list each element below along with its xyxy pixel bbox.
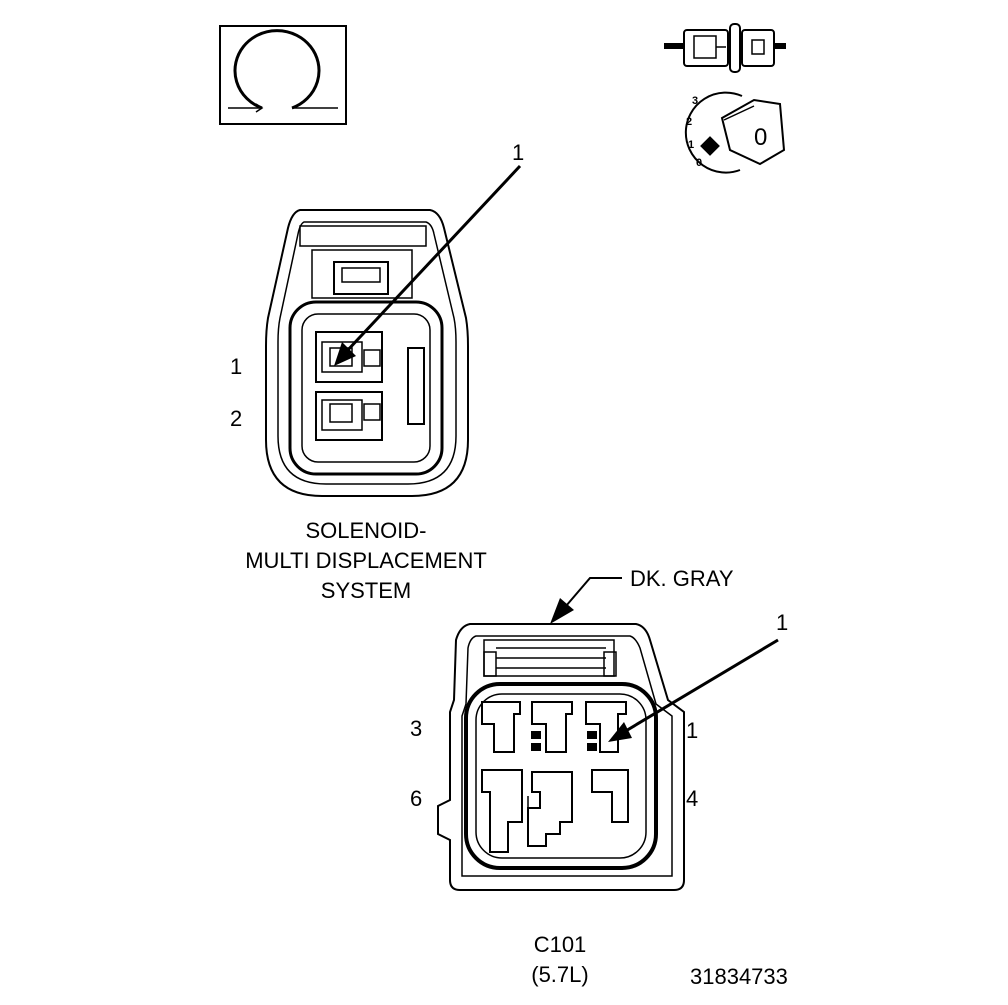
connector-id-line-2: (5.7L) (531, 962, 589, 987)
solenoid-callout-number: 1 (512, 140, 525, 165)
key-pos-1: 1 (688, 139, 694, 151)
solenoid-pin-2-label: 2 (230, 406, 243, 431)
figure-number: 31834733 (690, 964, 788, 989)
key-position-label: 0 (754, 124, 767, 151)
c101-pin-1-label: 1 (686, 718, 699, 743)
key-pos-2: 2 (686, 116, 692, 128)
c101-pin-4-label: 4 (686, 786, 699, 811)
solenoid-name-line-1: SOLENOID- (305, 518, 427, 543)
color-leader-arrow (550, 577, 622, 624)
key-pos-3: 3 (692, 95, 698, 107)
connector-id-line-1: C101 (533, 932, 587, 957)
key-pos-0: 0 (696, 157, 702, 169)
connector-plug-icon (664, 23, 786, 73)
c101-callout-arrow (608, 638, 779, 742)
omega-arrow-icon (219, 25, 347, 125)
solenoid-pin-1-label: 1 (230, 354, 243, 379)
connector-color-label: DK. GRAY (630, 566, 734, 591)
solenoid-name-line-3: SYSTEM (320, 578, 412, 603)
solenoid-name-line-2: MULTI DISPLACEMENT (245, 548, 487, 573)
solenoid-callout-arrow (334, 164, 522, 366)
c101-pin-3-label: 3 (410, 716, 423, 741)
c101-callout-number: 1 (776, 610, 789, 635)
c101-pin-6-label: 6 (410, 786, 423, 811)
ignition-key-icon: 0 3 2 1 0 (684, 91, 786, 174)
solenoid-connector (265, 209, 469, 497)
c101-connector (437, 623, 685, 891)
